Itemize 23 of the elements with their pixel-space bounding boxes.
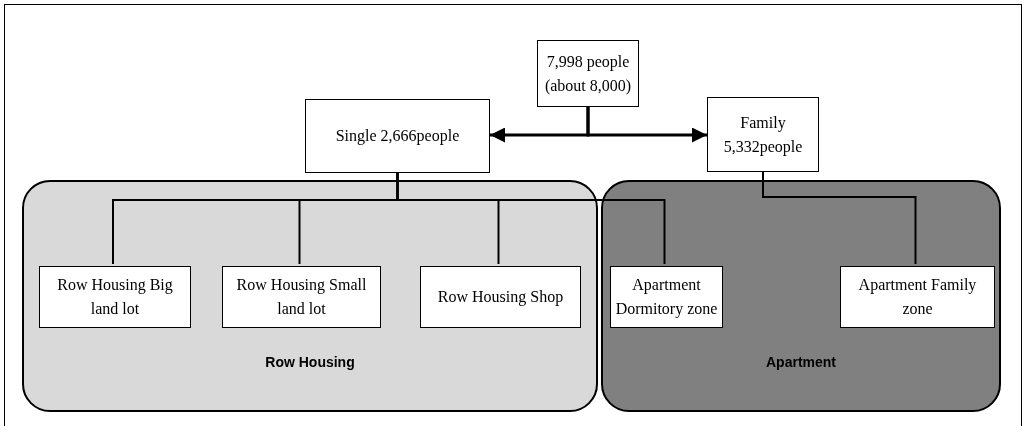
- group-title: Apartment: [765, 353, 837, 372]
- text-box: [707, 97, 819, 172]
- node-text: Family 5,332people: [722, 112, 804, 158]
- node-text: Apartment Family zone: [857, 275, 978, 319]
- node-text: 7,998 people (about 8,000): [543, 51, 633, 97]
- node-text: Row Housing Shop: [437, 287, 564, 308]
- node-text: Row Housing Big land lot: [56, 275, 174, 319]
- group-panel: [22, 180, 598, 412]
- connector: [586, 107, 707, 143]
- node-text: Row Housing Small land lot: [235, 275, 368, 319]
- group-title: Row Housing: [264, 353, 356, 372]
- text-box: [222, 266, 381, 328]
- text-box: [610, 266, 723, 328]
- text-box: [39, 266, 191, 328]
- text-box: [537, 40, 639, 107]
- group-panel: [601, 180, 1001, 412]
- text-box: [305, 99, 490, 173]
- node-text: Single 2,666people: [335, 126, 460, 147]
- connector: [396, 172, 666, 265]
- text-box: [420, 266, 581, 328]
- text-box: [840, 266, 995, 328]
- node-text: Apartment Dormitory zone: [615, 275, 718, 320]
- connector: [762, 171, 917, 265]
